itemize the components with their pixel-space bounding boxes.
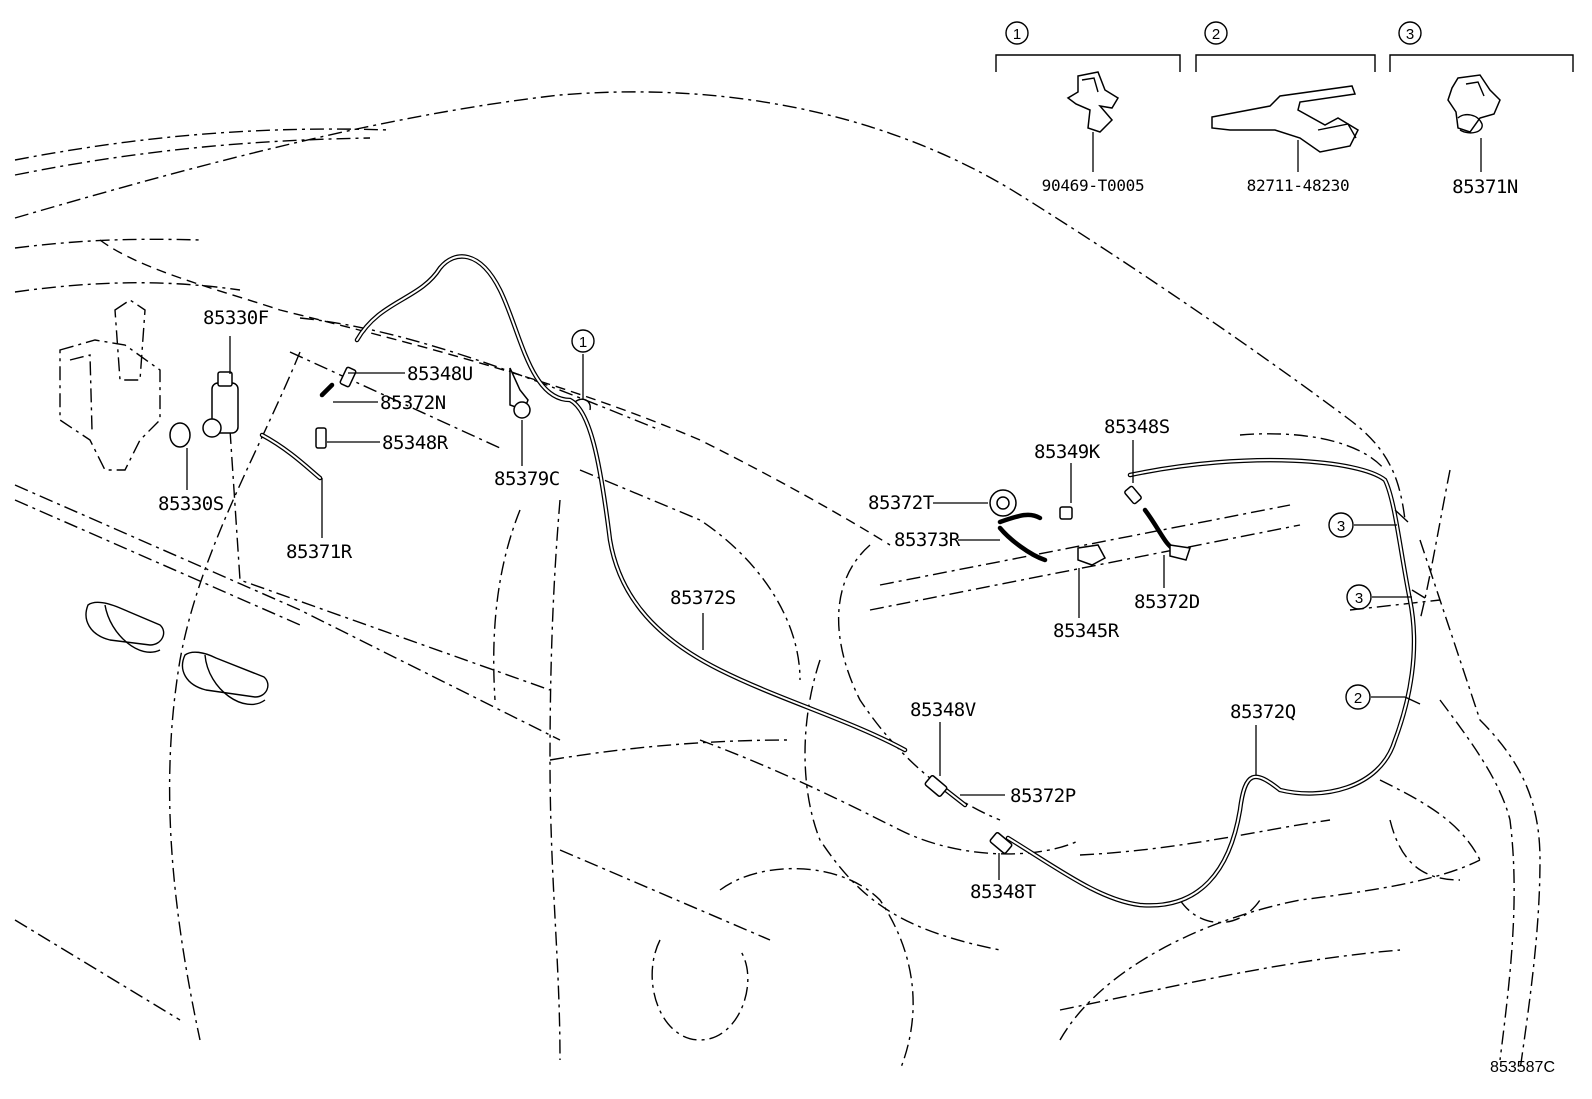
callout-3b-num: 3 bbox=[1355, 590, 1363, 607]
vehicle-body-outline bbox=[14, 91, 1541, 1071]
connectors bbox=[315, 366, 1426, 854]
callout-1-num: 1 bbox=[579, 334, 587, 351]
label-85345R: 85345R bbox=[1053, 620, 1120, 642]
label-85348S: 85348S bbox=[1104, 416, 1170, 438]
label-85371R: 85371R bbox=[286, 541, 353, 563]
inset-part-82711: 82711-48230 bbox=[1247, 176, 1350, 195]
washer-tank bbox=[59, 299, 161, 471]
clip-85371N-icon bbox=[1447, 74, 1501, 172]
callout-1-circle bbox=[571, 329, 595, 353]
callout-2-num: 2 bbox=[1354, 690, 1362, 707]
callout-3a-circle bbox=[1328, 512, 1354, 538]
inset-callout-1-circle bbox=[1005, 21, 1029, 45]
label-85372D: 85372D bbox=[1134, 591, 1200, 613]
washer-pump bbox=[169, 371, 239, 448]
bracket-82711-icon bbox=[1211, 85, 1359, 172]
inset-callout-3-circle bbox=[1398, 21, 1422, 45]
label-85348U: 85348U bbox=[407, 363, 473, 385]
label-85348T: 85348T bbox=[970, 881, 1036, 903]
label-85372Q: 85372Q bbox=[1230, 701, 1296, 723]
inset-callout-3-num: 3 bbox=[1406, 26, 1414, 43]
callout-2-circle bbox=[1345, 684, 1371, 710]
diagram-callouts: 1 3 3 2 bbox=[571, 329, 1372, 710]
inset-legend: 1 2 3 90469-T0005 82711-48230 85371N bbox=[995, 21, 1574, 198]
inset-part-90469: 90469-T0005 bbox=[1042, 176, 1145, 195]
label-85372P: 85372P bbox=[1010, 785, 1076, 807]
label-85348R: 85348R bbox=[382, 432, 449, 454]
inset-callout-2-circle bbox=[1204, 21, 1228, 45]
label-85373R: 85373R bbox=[894, 529, 961, 551]
label-85372S: 85372S bbox=[670, 587, 736, 609]
label-85348V: 85348V bbox=[910, 699, 976, 721]
label-85349K: 85349K bbox=[1034, 441, 1101, 463]
leader-lines bbox=[186, 336, 1412, 880]
label-85330S: 85330S bbox=[158, 493, 224, 515]
label-85379C: 85379C bbox=[494, 468, 560, 490]
callout-3a-num: 3 bbox=[1337, 518, 1345, 535]
inset-callout-2-num: 2 bbox=[1212, 26, 1220, 43]
clip-90469-icon bbox=[1066, 71, 1120, 172]
washer-hoses bbox=[259, 254, 1417, 908]
inset-part-85371N: 85371N bbox=[1452, 176, 1518, 198]
label-85372N: 85372N bbox=[380, 392, 446, 414]
figure-id: 853587C bbox=[1490, 1059, 1555, 1076]
callout-3b-circle bbox=[1346, 584, 1372, 610]
label-85330F: 85330F bbox=[203, 307, 269, 329]
label-85372T: 85372T bbox=[868, 492, 934, 514]
door-handles bbox=[85, 601, 269, 706]
inset-callout-1-num: 1 bbox=[1013, 26, 1021, 43]
part-labels: 85330F 85330S 85371R 85348U 85372N 85348… bbox=[158, 307, 1296, 903]
